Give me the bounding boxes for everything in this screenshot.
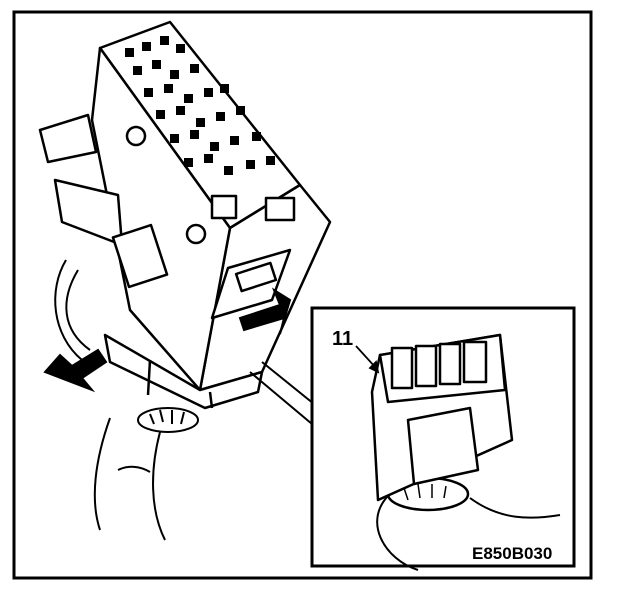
pin-cavities: [125, 36, 275, 175]
grommet: [137, 407, 199, 433]
release-arrows: [43, 287, 292, 393]
main-connector: [38, 20, 332, 410]
callout-arrow: [355, 345, 380, 374]
small-connector: [370, 333, 561, 571]
outer-frame: [12, 10, 593, 580]
leader-line: [249, 361, 315, 425]
wire-harness: [54, 259, 166, 541]
callout-number-label: 11: [332, 328, 353, 350]
figure-code-label: E850B030: [472, 544, 552, 563]
